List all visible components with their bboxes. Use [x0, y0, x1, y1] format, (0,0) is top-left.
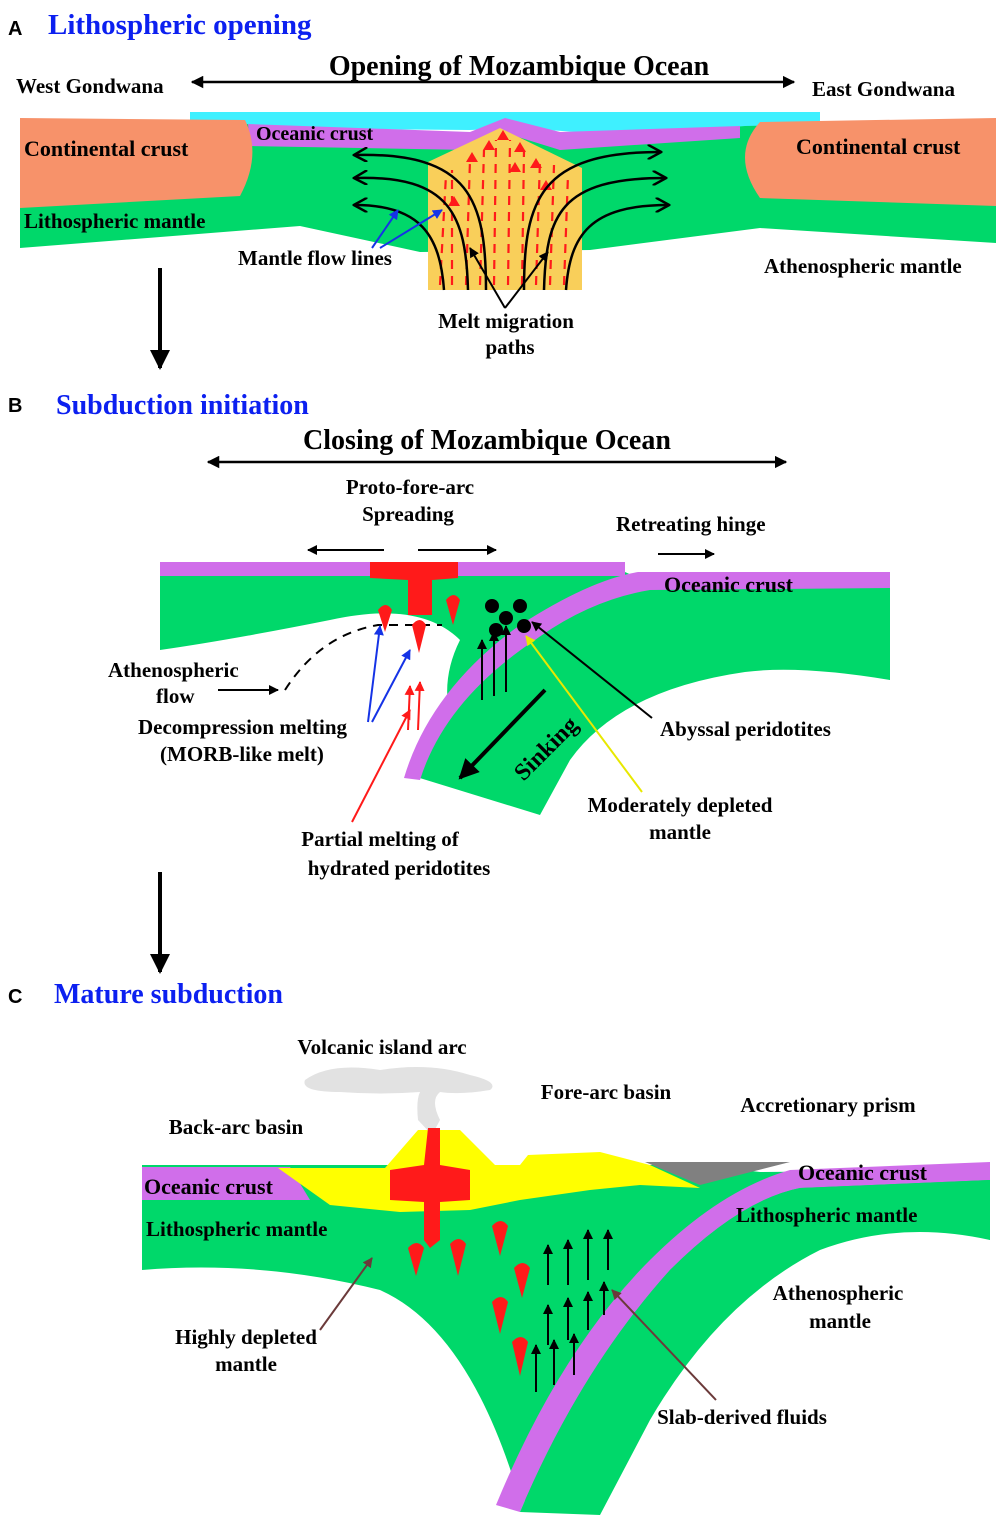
highly-depleted-label-2: mantle: [215, 1352, 277, 1376]
panel-c-letter: C: [8, 986, 22, 1008]
continental-crust-right: [745, 118, 996, 206]
abyssal-peridotites-label: Abyssal peridotites: [660, 717, 831, 741]
oceanic-crust-label-c-right: Oceanic crust: [798, 1160, 928, 1185]
decompression-callout-arrows: [368, 626, 410, 722]
back-arc-basin-label: Back-arc basin: [169, 1115, 304, 1139]
panel-c-title: Mature subduction: [54, 979, 283, 1010]
east-gondwana-label: East Gondwana: [812, 77, 955, 101]
continental-crust-left: [20, 118, 252, 208]
accretionary-prism-label: Accretionary prism: [740, 1093, 916, 1117]
panel-b: B Subduction initiation Closing of Mozam…: [8, 390, 890, 972]
athenospheric-mantle-label-a: Athenospheric mantle: [764, 254, 962, 278]
decompression-label-1: Decompression melting: [138, 715, 348, 739]
volcanic-island-arc-label: Volcanic island arc: [297, 1035, 466, 1059]
athenospheric-mantle-label-c-2: mantle: [809, 1309, 871, 1333]
athenospheric-flow-label-2: flow: [156, 684, 195, 708]
panel-a-title: Lithospheric opening: [48, 9, 312, 41]
lithospheric-mantle-label-c-left: Lithospheric mantle: [146, 1217, 327, 1241]
proto-fore-arc-label-2: Spreading: [362, 502, 454, 526]
volcanic-smoke: [304, 1067, 492, 1135]
panel-c: C Mature subduction Volcanic island arc …: [8, 979, 990, 1515]
mantle-flow-lines-label: Mantle flow lines: [238, 246, 392, 270]
oceanic-crust-label-b: Oceanic crust: [664, 572, 794, 597]
melt-migration-label-2: paths: [485, 335, 534, 359]
lithospheric-mantle-label-c-right: Lithospheric mantle: [736, 1203, 917, 1227]
proto-fore-arc-label-1: Proto-fore-arc: [346, 475, 474, 499]
athenospheric-flow-label-1: Athenospheric: [108, 658, 239, 682]
highly-depleted-label-1: Highly depleted: [175, 1325, 317, 1349]
melt-migration-label-1: Melt migration: [438, 309, 574, 333]
slab-derived-fluids-label: Slab-derived fluids: [657, 1405, 827, 1429]
west-gondwana-label: West Gondwana: [16, 74, 164, 98]
continental-crust-right-label: Continental crust: [796, 134, 961, 159]
fore-arc-basin-label: Fore-arc basin: [541, 1080, 672, 1104]
partial-melting-callout-arrows: [352, 682, 420, 822]
panel-a-letter: A: [8, 18, 22, 40]
decompression-label-2: (MORB-like melt): [160, 742, 324, 766]
retreating-hinge-label: Retreating hinge: [616, 512, 766, 536]
lithospheric-mantle-label-a: Lithospheric mantle: [24, 209, 205, 233]
continental-crust-left-label: Continental crust: [24, 136, 189, 161]
closing-label: Closing of Mozambique Ocean: [303, 425, 671, 456]
athenospheric-mantle-label-c-1: Athenospheric: [773, 1281, 904, 1305]
moderately-depleted-label-1: Moderately depleted: [588, 793, 773, 817]
oceanic-crust-label-a: Oceanic crust: [256, 123, 374, 145]
panel-a: A Lithospheric opening Opening of Mozamb…: [8, 9, 996, 368]
opening-label: Opening of Mozambique Ocean: [329, 51, 710, 82]
panel-b-letter: B: [8, 395, 22, 417]
partial-melting-label-2: hydrated peridotites: [308, 856, 491, 880]
panel-b-title: Subduction initiation: [56, 390, 309, 421]
partial-melting-label-1: Partial melting of: [301, 827, 459, 851]
oceanic-crust-label-c-left: Oceanic crust: [144, 1174, 274, 1199]
moderately-depleted-label-2: mantle: [649, 820, 711, 844]
